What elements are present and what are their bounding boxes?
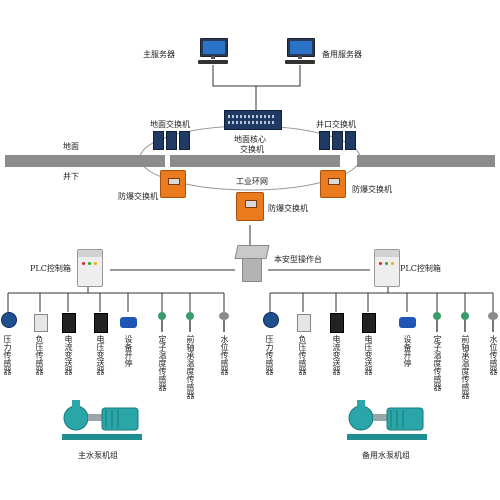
surface-label: 地面 xyxy=(63,142,79,151)
underground-label: 井下 xyxy=(63,172,79,181)
ground-switch-label: 地面交换机 xyxy=(150,120,190,129)
bearing-temp-sensor-icon xyxy=(460,312,470,332)
explosion-proof-switch-center xyxy=(236,192,264,221)
sensor-drops-left xyxy=(7,293,225,312)
core-switch-icon xyxy=(224,110,282,130)
sensor-label: 电流变送器 xyxy=(64,335,73,375)
operation-station-icon xyxy=(234,245,270,282)
current-transmitter-icon xyxy=(330,313,344,333)
monitor-icon xyxy=(287,38,315,57)
explosion-proof-switch-right-label: 防爆交换机 xyxy=(352,185,392,194)
sensor-label: 压力传感器 xyxy=(265,335,274,375)
server-link-line xyxy=(212,65,301,87)
sensor-label: 水位传感器 xyxy=(220,335,229,375)
pump-icon xyxy=(62,400,142,440)
operation-station-label: 本安型操作台 xyxy=(274,255,322,264)
sensor-label: 前轴承温度传感器 xyxy=(461,335,470,399)
main-pump-group-label: 主水泵机组 xyxy=(78,451,118,460)
surface-band-right xyxy=(357,155,495,167)
sensor-label: 负压传感器 xyxy=(298,335,307,375)
explosion-proof-switch-left xyxy=(160,170,186,198)
backup-server xyxy=(271,38,331,68)
backup-server-label: 备用服务器 xyxy=(322,50,362,59)
pressure-gauge-icon xyxy=(263,312,279,328)
vacuum-sensor-icon xyxy=(297,314,311,332)
sensor-label: 前轴承温度传感器 xyxy=(186,335,195,399)
ring-label: 工业环网 xyxy=(236,177,268,186)
vacuum-sensor-icon xyxy=(34,314,48,332)
explosion-proof-switch-right xyxy=(320,170,346,198)
keyboard-icon xyxy=(285,60,315,64)
core-switch-label-2: 交换机 xyxy=(240,145,264,154)
sensor-label: 压力传感器 xyxy=(3,335,12,375)
pump-icon xyxy=(347,400,427,440)
explosion-proof-switch-left-label: 防爆交换机 xyxy=(118,192,158,201)
sensor-label: 设备开停 xyxy=(124,335,133,367)
monitor-icon xyxy=(200,38,228,57)
keyboard-icon xyxy=(198,60,228,64)
main-server-label: 主服务器 xyxy=(143,50,175,59)
start-stop-sensor-icon xyxy=(120,317,137,328)
stator-temp-sensor-icon xyxy=(432,312,442,332)
voltage-transmitter-icon xyxy=(94,313,108,333)
stator-temp-sensor-icon xyxy=(157,312,167,332)
sensor-label: 电流变送器 xyxy=(332,335,341,375)
main-server xyxy=(184,38,244,68)
plc-control-box-right-label: PLC控制箱 xyxy=(400,264,441,273)
plc-control-box-left-label: PLC控制箱 xyxy=(30,264,71,273)
water-level-sensor-icon xyxy=(488,312,498,332)
plc-control-box-left xyxy=(77,249,103,287)
sensor-label: 定子温度传感器 xyxy=(158,335,167,391)
water-level-sensor-icon xyxy=(219,312,229,332)
sensor-label: 电压变送器 xyxy=(364,335,373,375)
current-transmitter-icon xyxy=(62,313,76,333)
surface-band-middle xyxy=(170,155,340,167)
pressure-gauge-icon xyxy=(1,312,17,328)
ground-switch-icon xyxy=(153,131,191,150)
sensor-label: 电压变送器 xyxy=(96,335,105,375)
bearing-temp-sensor-icon xyxy=(185,312,195,332)
shaft-switch-icon xyxy=(319,131,357,150)
sensor-label: 设备开停 xyxy=(403,335,412,367)
explosion-proof-switch-center-label: 防爆交换机 xyxy=(268,204,308,213)
surface-band-left xyxy=(5,155,165,167)
backup-pump-group-label: 备用水泵机组 xyxy=(362,451,410,460)
sensor-label: 负压传感器 xyxy=(35,335,44,375)
start-stop-sensor-icon xyxy=(399,317,416,328)
sensor-label: 定子温度传感器 xyxy=(433,335,442,391)
voltage-transmitter-icon xyxy=(362,313,376,333)
shaft-switch-label: 井口交换机 xyxy=(316,120,356,129)
core-switch-label-1: 地面核心 xyxy=(234,135,266,144)
plc-control-box-right xyxy=(374,249,400,287)
sensor-drops-right xyxy=(269,293,494,312)
sensor-label: 水位传感器 xyxy=(489,335,498,375)
